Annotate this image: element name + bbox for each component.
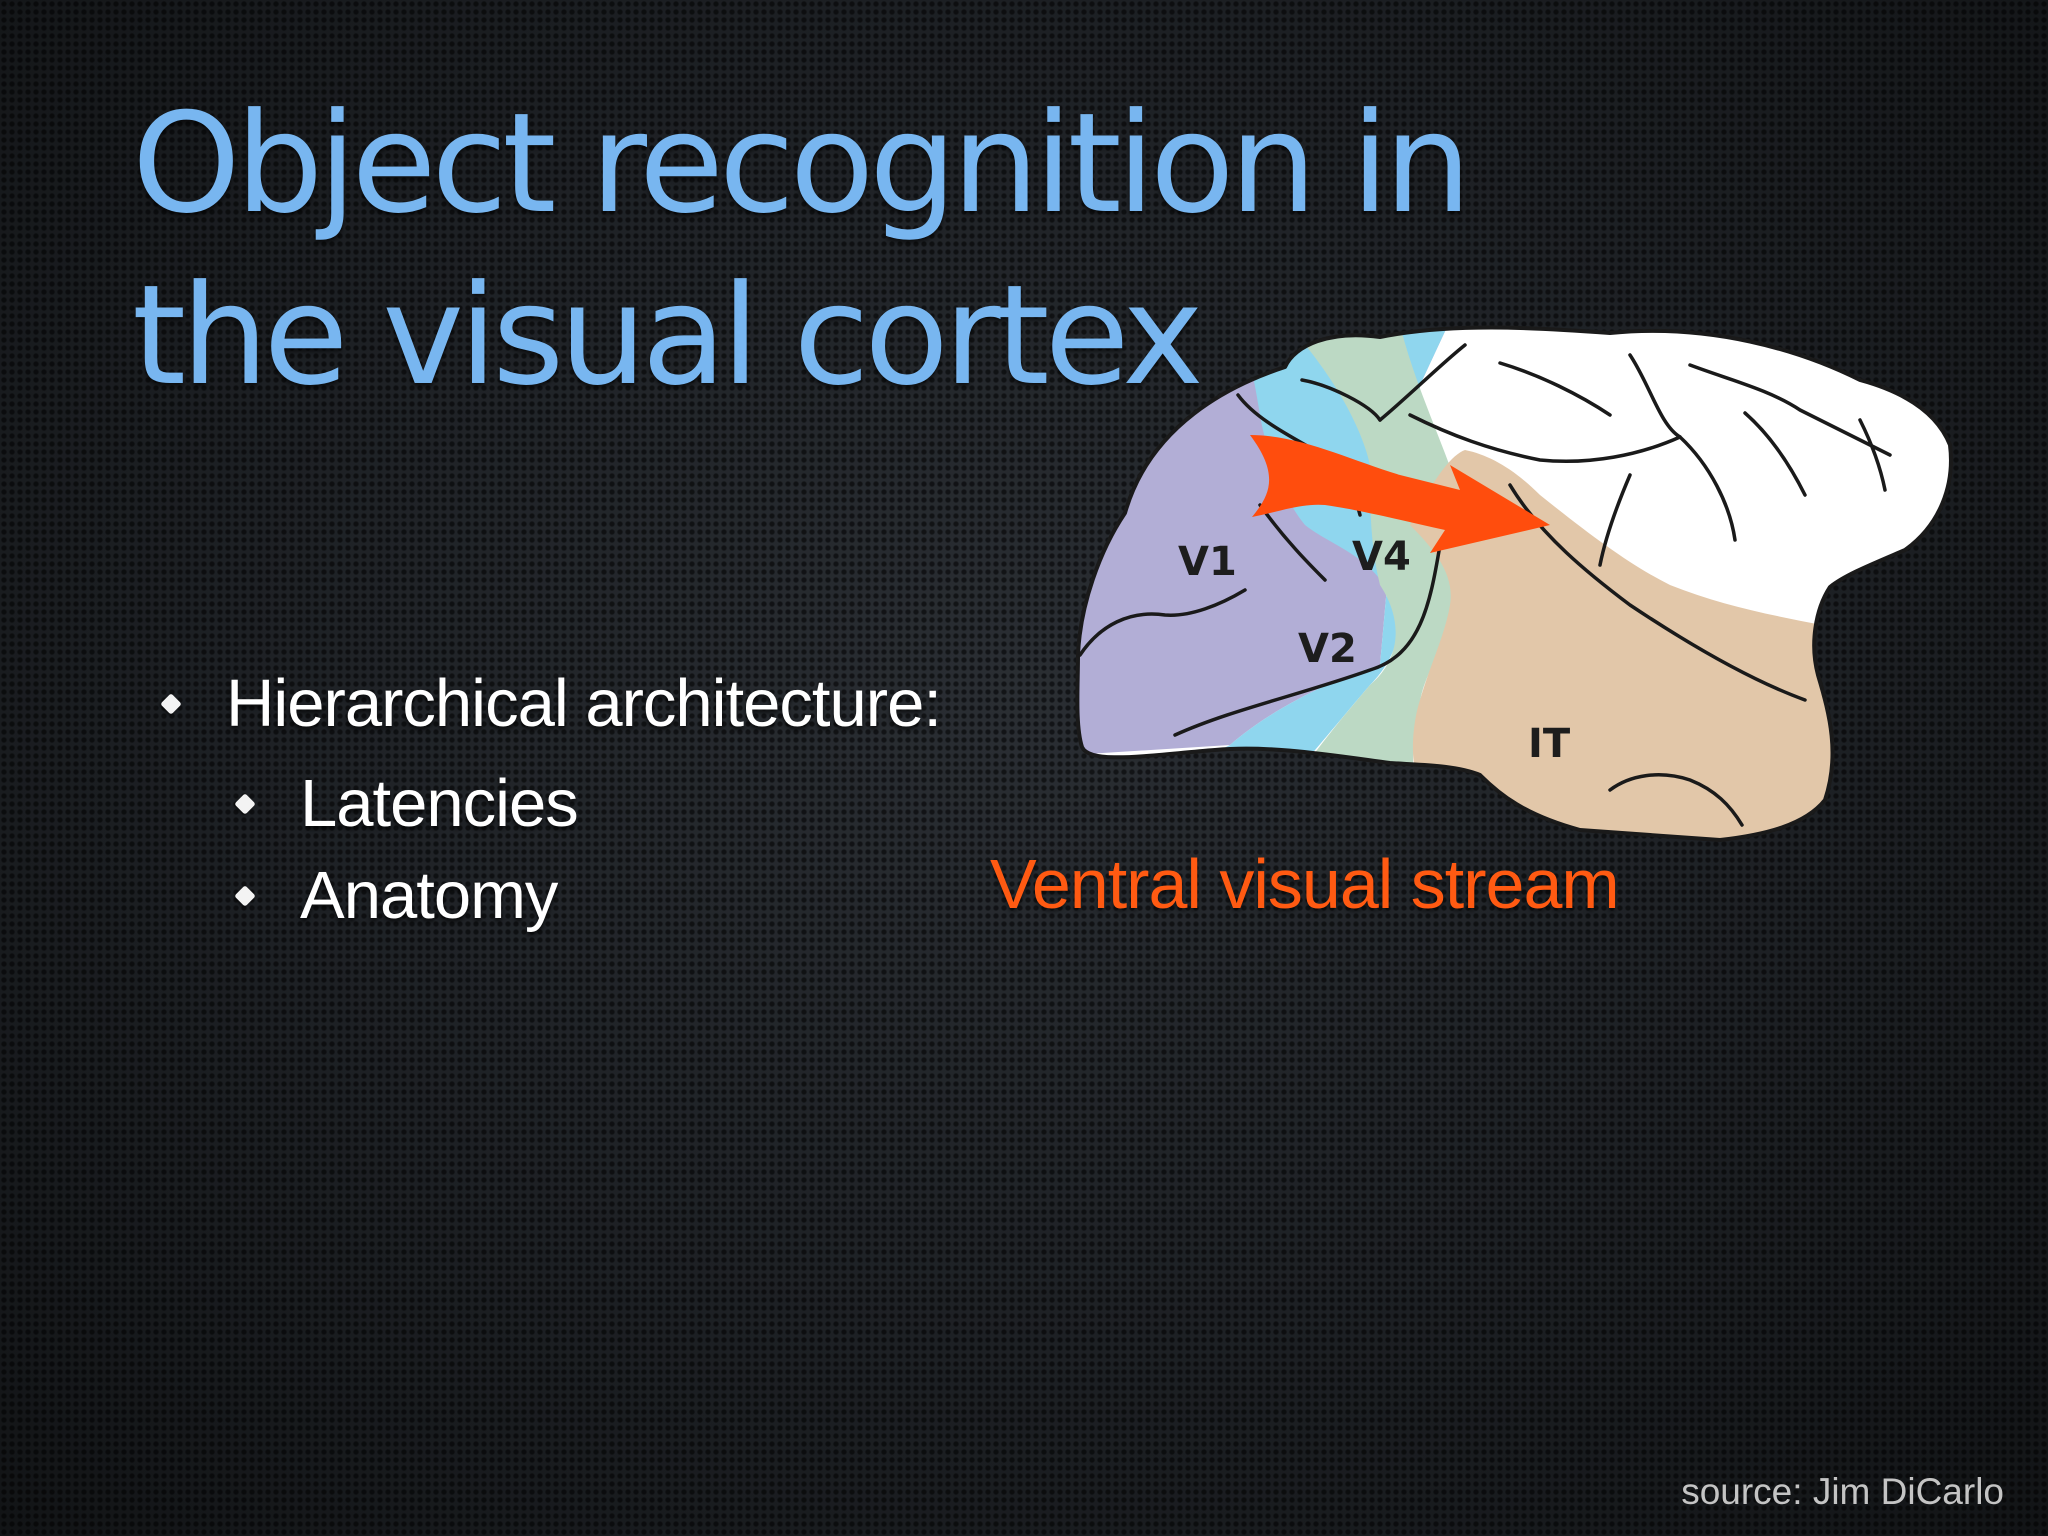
- bullet-marker-icon: [234, 793, 256, 815]
- bullet-list: Hierarchical architecture: Latencies Ana…: [158, 664, 942, 933]
- bullet-text: Hierarchical architecture:: [226, 666, 942, 741]
- sub-bullet-text: Latencies: [300, 766, 579, 841]
- sub-bullet-list: Latencies Anatomy: [226, 758, 941, 942]
- bullet-item-hierarchical-architecture: Hierarchical architecture: Latencies Ana…: [158, 664, 942, 933]
- sub-bullet-item-latencies: Latencies: [158, 758, 941, 850]
- ventral-stream-arrow: [1250, 435, 1550, 553]
- region-label-v1: V1: [1178, 539, 1237, 585]
- brain-diagram: V1 V4 V2 IT: [1070, 325, 2010, 870]
- region-label-v2: V2: [1298, 626, 1357, 672]
- brain-outline: [1075, 325, 1953, 842]
- region-it: [1410, 450, 1833, 840]
- bullet-marker-icon: [234, 885, 256, 907]
- region-label-it: IT: [1528, 721, 1571, 767]
- slide-title: Object recognition in the visual cortex: [132, 83, 1472, 416]
- sulci-lines: [1078, 343, 1892, 827]
- region-label-v4: V4: [1352, 534, 1411, 580]
- region-v4: [1288, 327, 1466, 785]
- sub-bullet-text: Anatomy: [300, 858, 558, 933]
- figure-caption: Ventral visual stream: [990, 845, 1620, 923]
- sub-bullet-item-anatomy: Anatomy: [158, 850, 941, 942]
- brain-diagram-svg: V1 V4 V2 IT: [1075, 325, 1953, 842]
- bullet-marker-icon: [160, 693, 182, 715]
- source-credit: source: Jim DiCarlo: [1681, 1471, 2004, 1512]
- cortex-regions: [1077, 327, 1951, 840]
